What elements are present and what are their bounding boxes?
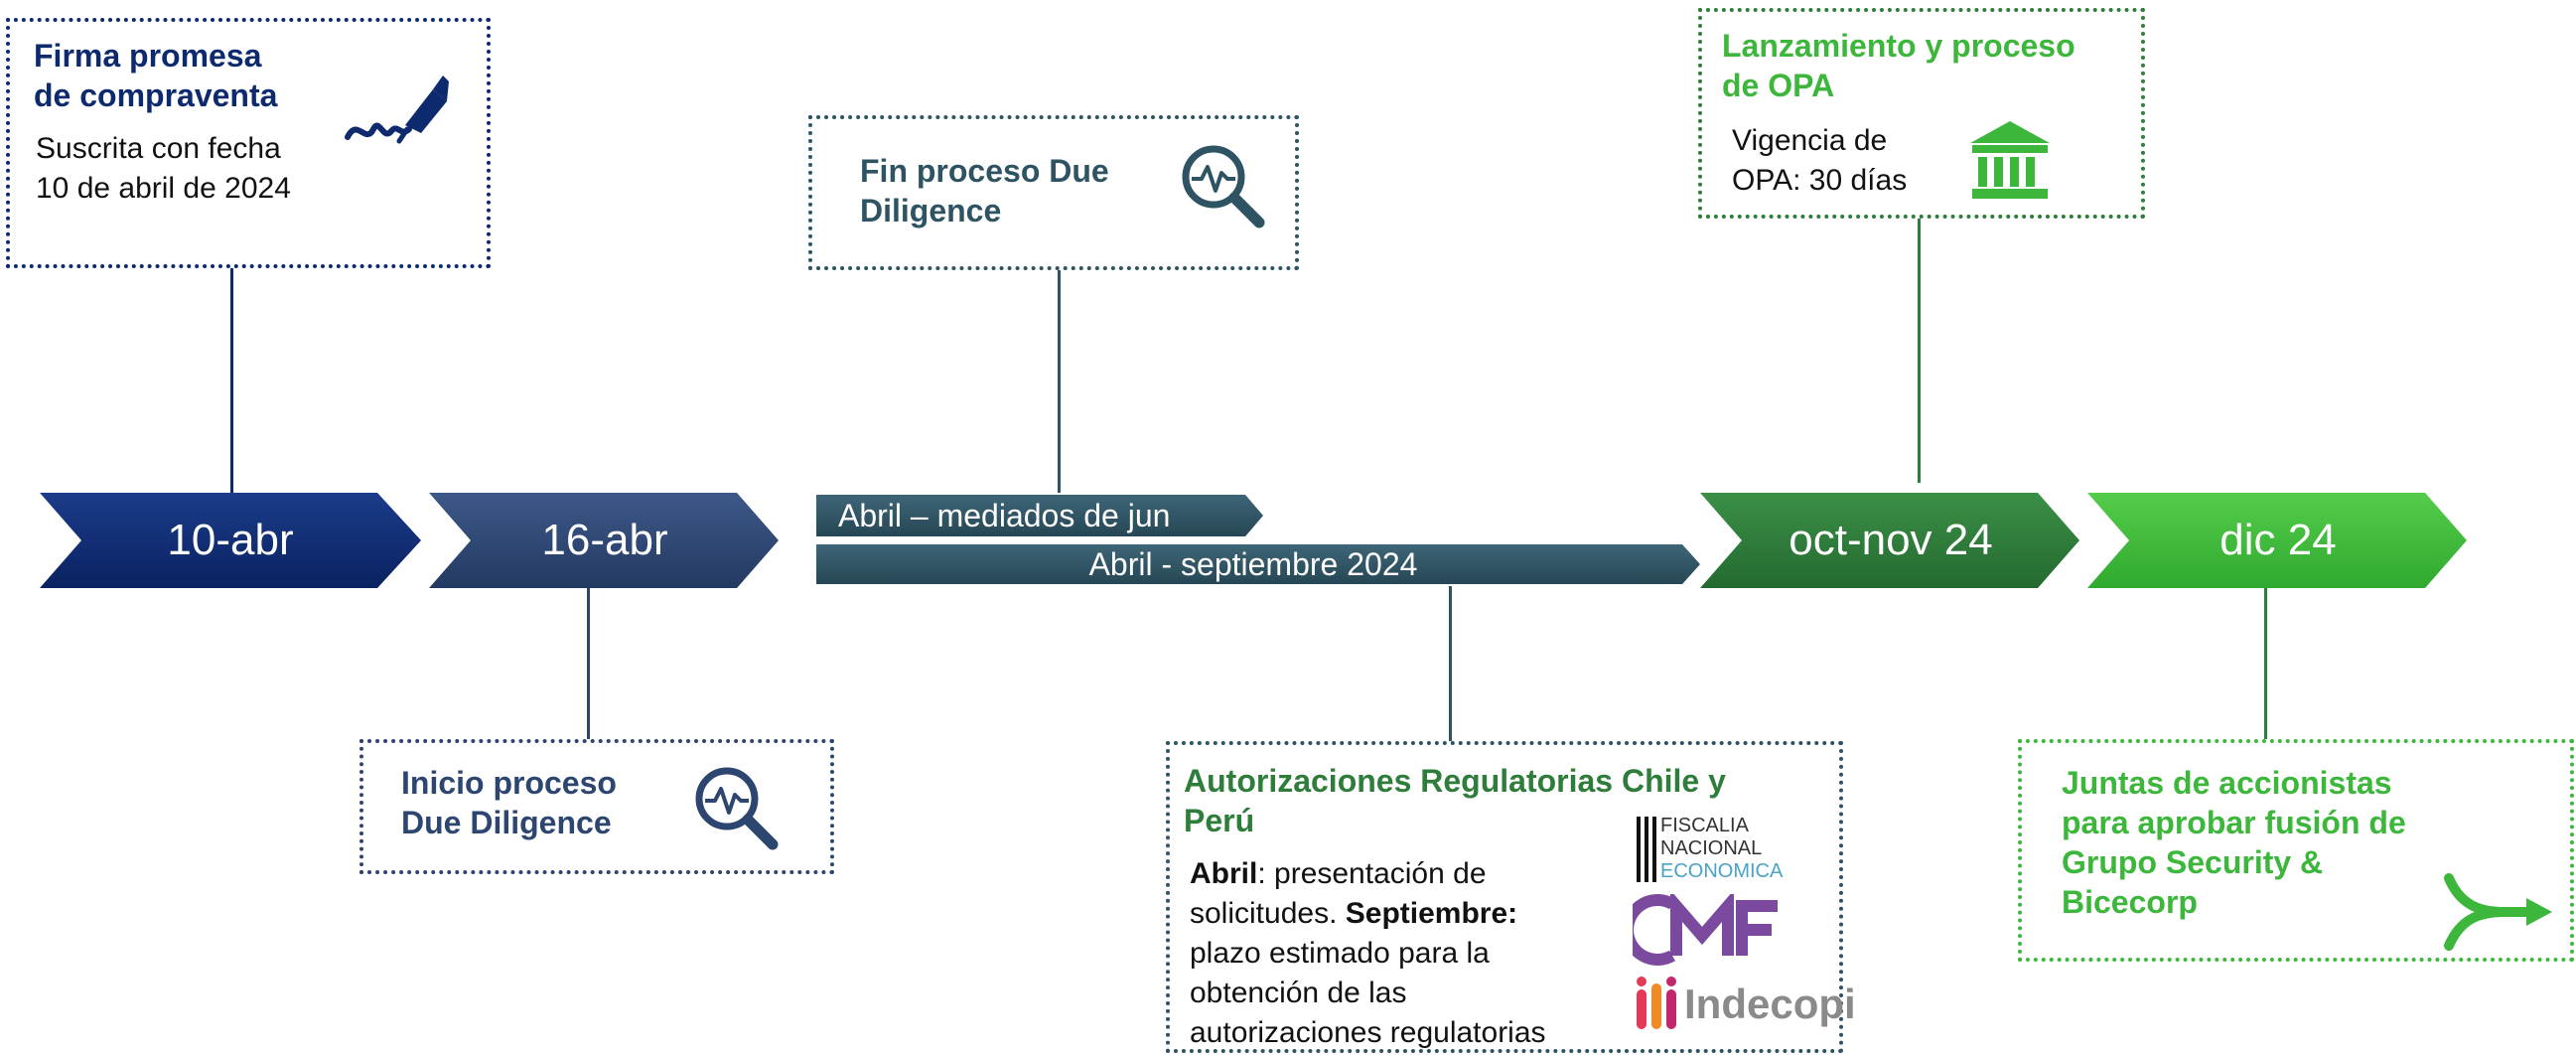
connector-opa	[1918, 217, 1921, 483]
fne-logo-line3: ECONOMICA	[1660, 860, 1784, 882]
fne-logo-bars	[1637, 817, 1641, 882]
autorizaciones-line2: solicitudes. Septiembre:	[1190, 894, 1517, 934]
chevron-label-dic-24: dic 24	[2219, 516, 2337, 564]
opa-text-line2: OPA: 30 días	[1732, 164, 1908, 197]
firma-text-line1: Suscrita con fecha	[36, 132, 281, 165]
connector-inicio-dd	[587, 586, 590, 740]
autorizaciones-line4: obtención de las	[1190, 977, 1407, 1009]
event-box-juntas: Juntas de accionistas para aprobar fusió…	[2018, 739, 2574, 962]
connector-fin-dd	[1058, 268, 1061, 493]
fne-logo-line2: NACIONAL	[1660, 837, 1763, 859]
connector-firma	[230, 266, 233, 495]
connector-autorizaciones	[1449, 586, 1452, 743]
fin-dd-title-line1: Fin proceso Due	[860, 153, 1109, 189]
indecopi-logo-text: Indecopi	[1684, 980, 1856, 1027]
fne-logo-bars	[1645, 817, 1648, 882]
chevron-10-abr	[40, 493, 421, 588]
juntas-line1: Juntas de accionistas	[2062, 765, 2392, 801]
autorizaciones-line3: plazo estimado para la	[1190, 937, 1490, 970]
fne-logo: FISCALIA NACIONAL ECONOMICA	[1637, 815, 1815, 886]
juntas-line3: Grupo Security &	[2062, 844, 2324, 880]
event-box-fin-dd: Fin proceso Due Diligence	[808, 115, 1299, 270]
firma-text-line2: 10 de abril de 2024	[36, 172, 291, 205]
event-box-autorizaciones: Autorizaciones Regulatorias Chile y Perú…	[1166, 741, 1856, 1053]
inicio-dd-title-line1: Inicio proceso	[401, 765, 617, 801]
autorizaciones-title-line1: Autorizaciones Regulatorias Chile y	[1184, 763, 1726, 799]
event-box-inicio-dd: Inicio proceso Due Diligence	[359, 739, 834, 874]
chevron-label-16-abr: 16-abr	[541, 516, 668, 564]
bar-abril-septiembre	[816, 544, 1700, 584]
autorizaciones-title-line2: Perú	[1184, 803, 1255, 838]
abril-text: : presentación de	[1257, 857, 1487, 890]
fin-dd-title-line2: Diligence	[860, 193, 1002, 228]
connector-juntas	[2264, 586, 2267, 740]
event-box-opa: Lanzamiento y proceso de OPA Vigencia de…	[1698, 8, 2145, 219]
chevron-16-abr	[429, 493, 779, 588]
autorizaciones-line5: autorizaciones regulatorias	[1190, 1016, 1546, 1049]
septiembre-label: Septiembre:	[1345, 897, 1518, 930]
chevron-label-10-abr: 10-abr	[167, 516, 294, 564]
firma-title-line1: Firma promesa	[34, 38, 262, 74]
bank-building-icon	[1970, 121, 2050, 199]
juntas-line4: Bicecorp	[2062, 884, 2198, 920]
opa-title-line2: de OPA	[1722, 68, 1835, 103]
juntas-line2: para aprobar fusión de	[2062, 805, 2406, 840]
merge-arrow-icon	[2444, 873, 2552, 951]
fne-logo-bars	[1652, 817, 1656, 882]
bar-label-abril-septiembre: Abril - septiembre 2024	[1088, 546, 1418, 582]
inicio-dd-title-line2: Due Diligence	[401, 805, 612, 840]
event-box-firma: Firma promesa de compraventa Suscrita co…	[6, 18, 491, 268]
cmf-logo	[1633, 894, 1778, 966]
magnifier-pulse-icon	[695, 767, 779, 850]
fne-logo-line1: FISCALIA	[1660, 815, 1749, 836]
abril-label: Abril	[1190, 857, 1258, 890]
opa-title-line1: Lanzamiento y proceso	[1722, 28, 2075, 64]
chevron-oct-nov-24	[1700, 493, 2079, 588]
solicitudes-text: solicitudes.	[1190, 897, 1346, 930]
magnifier-pulse-icon	[1182, 145, 1265, 228]
indecopi-logo-mark	[1637, 977, 1676, 1029]
opa-text-line1: Vigencia de	[1732, 124, 1888, 157]
bar-abril-junio	[816, 495, 1263, 536]
chevron-label-oct-nov-24: oct-nov 24	[1789, 516, 1993, 564]
bar-label-abril-junio: Abril – mediados de jun	[838, 498, 1171, 533]
autorizaciones-line1: Abril: presentación de	[1190, 854, 1487, 894]
chevron-dic-24	[2087, 493, 2467, 588]
pen-signature-icon	[345, 75, 449, 144]
firma-title-line2: de compraventa	[34, 77, 278, 113]
